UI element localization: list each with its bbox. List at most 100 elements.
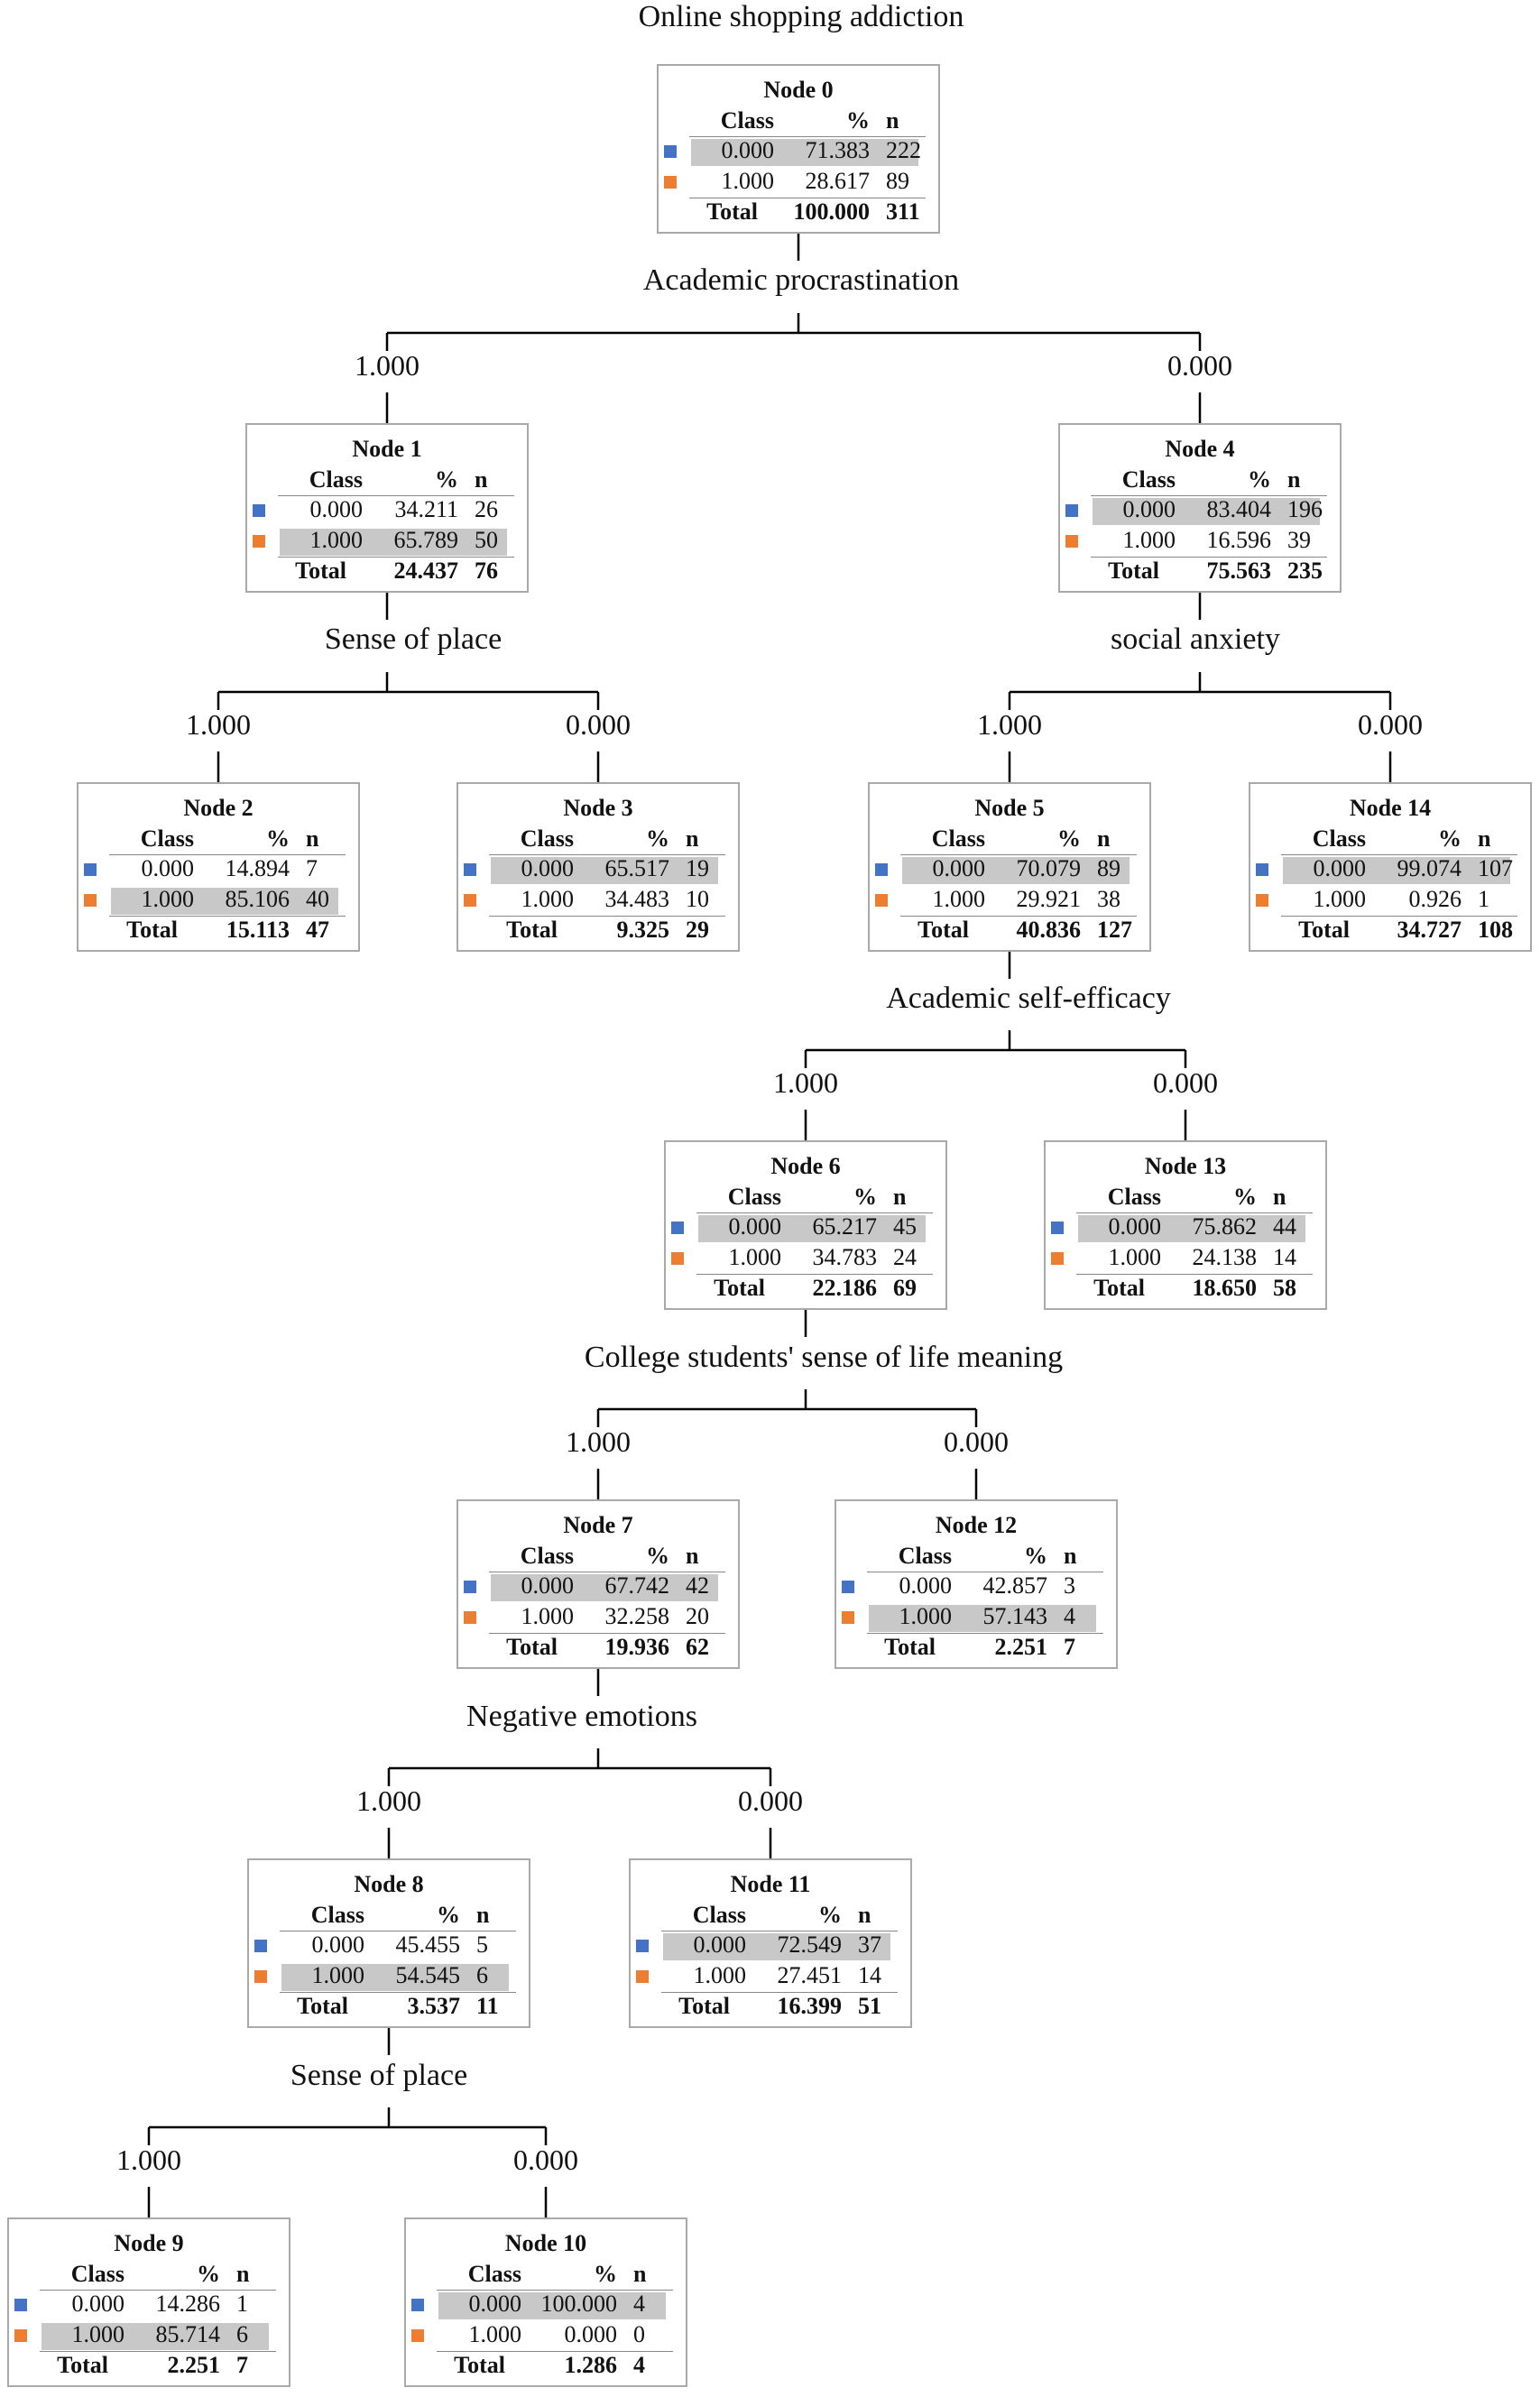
class-count: 10 [686,886,709,912]
class-value: 1.000 [932,886,986,912]
class-percent: 65.789 [393,527,459,553]
separator [280,1992,516,1993]
count-header: n [1478,825,1491,852]
split-variable-label: social anxiety [1111,622,1280,656]
class-count: 1 [236,2291,248,2317]
class-percent: 57.143 [982,1603,1048,1629]
total-label: Total [918,917,969,943]
total-count: 7 [1064,1634,1075,1660]
separator [867,1633,1103,1634]
node-header-row: Class%n [458,1543,738,1573]
total-label: Total [678,1993,730,2019]
class-count: 14 [1273,1244,1296,1270]
class-percent: 70.079 [1016,855,1082,881]
predicted-class-highlight [438,2292,666,2319]
total-label: Total [506,1634,558,1660]
node-title: Node 11 [730,1871,811,1897]
class-value: 0.000 [693,1931,747,1958]
node-header-row: Class%n [631,1902,910,1932]
class-percent: 32.258 [604,1603,670,1629]
separator [489,1633,725,1634]
total-percent: 2.251 [994,1634,1048,1660]
total-percent: 75.563 [1206,558,1272,584]
node-title: Node 1 [352,436,422,462]
node-header-row: Class%n [249,1902,529,1932]
class-percent: 83.404 [1206,496,1272,522]
class-percent: 42.857 [982,1572,1048,1599]
node-title: Node 0 [763,77,834,103]
separator [278,495,514,496]
node-header-row: Class%n [659,107,938,138]
count-header: n [1287,466,1301,493]
class-percent: 85.106 [225,886,290,912]
class-header: Class [1107,1184,1161,1210]
percent-header: % [266,825,290,852]
node-header-row: Class%n [1060,466,1340,497]
class-header: Class [309,466,363,493]
total-count: 7 [236,2352,248,2378]
node-title: Node 14 [1349,795,1432,821]
total-label: Total [714,1275,765,1301]
class-value: 1.000 [468,2321,522,2347]
total-percent: 2.251 [167,2352,221,2378]
percent-header: % [853,1184,877,1210]
class-header: Class [70,2261,124,2287]
count-header: n [686,825,699,852]
class-header: Class [467,2261,521,2287]
class-percent: 100.000 [540,2291,618,2317]
separator [40,2290,276,2291]
total-count: 51 [858,1993,881,2019]
count-header: n [1097,825,1111,852]
class-0-swatch-icon [411,2299,424,2311]
class-1-swatch-icon [671,1252,684,1265]
percent-header: % [646,1543,669,1569]
class-header: Class [727,1184,781,1210]
total-count: 311 [886,198,920,225]
class-0-swatch-icon [1256,863,1268,876]
branch-value-label: 0.000 [738,1784,803,1817]
total-count: 47 [306,917,329,943]
separator [1076,1274,1313,1275]
class-count: 39 [1287,527,1311,553]
separator [900,916,1137,917]
class-percent: 27.451 [777,1962,843,1988]
class-percent: 75.862 [1192,1213,1258,1240]
separator [278,557,514,558]
separator [40,2351,276,2352]
node-header-row: Class%n [1046,1184,1325,1214]
class-value: 1.000 [521,1603,575,1629]
total-label: Total [126,917,178,943]
separator [689,136,926,137]
class-value: 0.000 [1313,855,1367,881]
class-header: Class [520,825,574,852]
percent-header: % [435,466,458,493]
predicted-class-highlight [698,1215,926,1242]
class-header: Class [140,825,194,852]
branch-value-label: 0.000 [1167,349,1232,382]
class-1-swatch-icon [254,1970,267,1983]
class-0-swatch-icon [664,145,677,158]
count-header: n [236,2261,250,2287]
class-count: 107 [1478,855,1513,881]
node-header-row: Class%n [1250,825,1530,856]
class-1-swatch-icon [875,894,888,907]
node-title: Node 8 [354,1871,424,1897]
